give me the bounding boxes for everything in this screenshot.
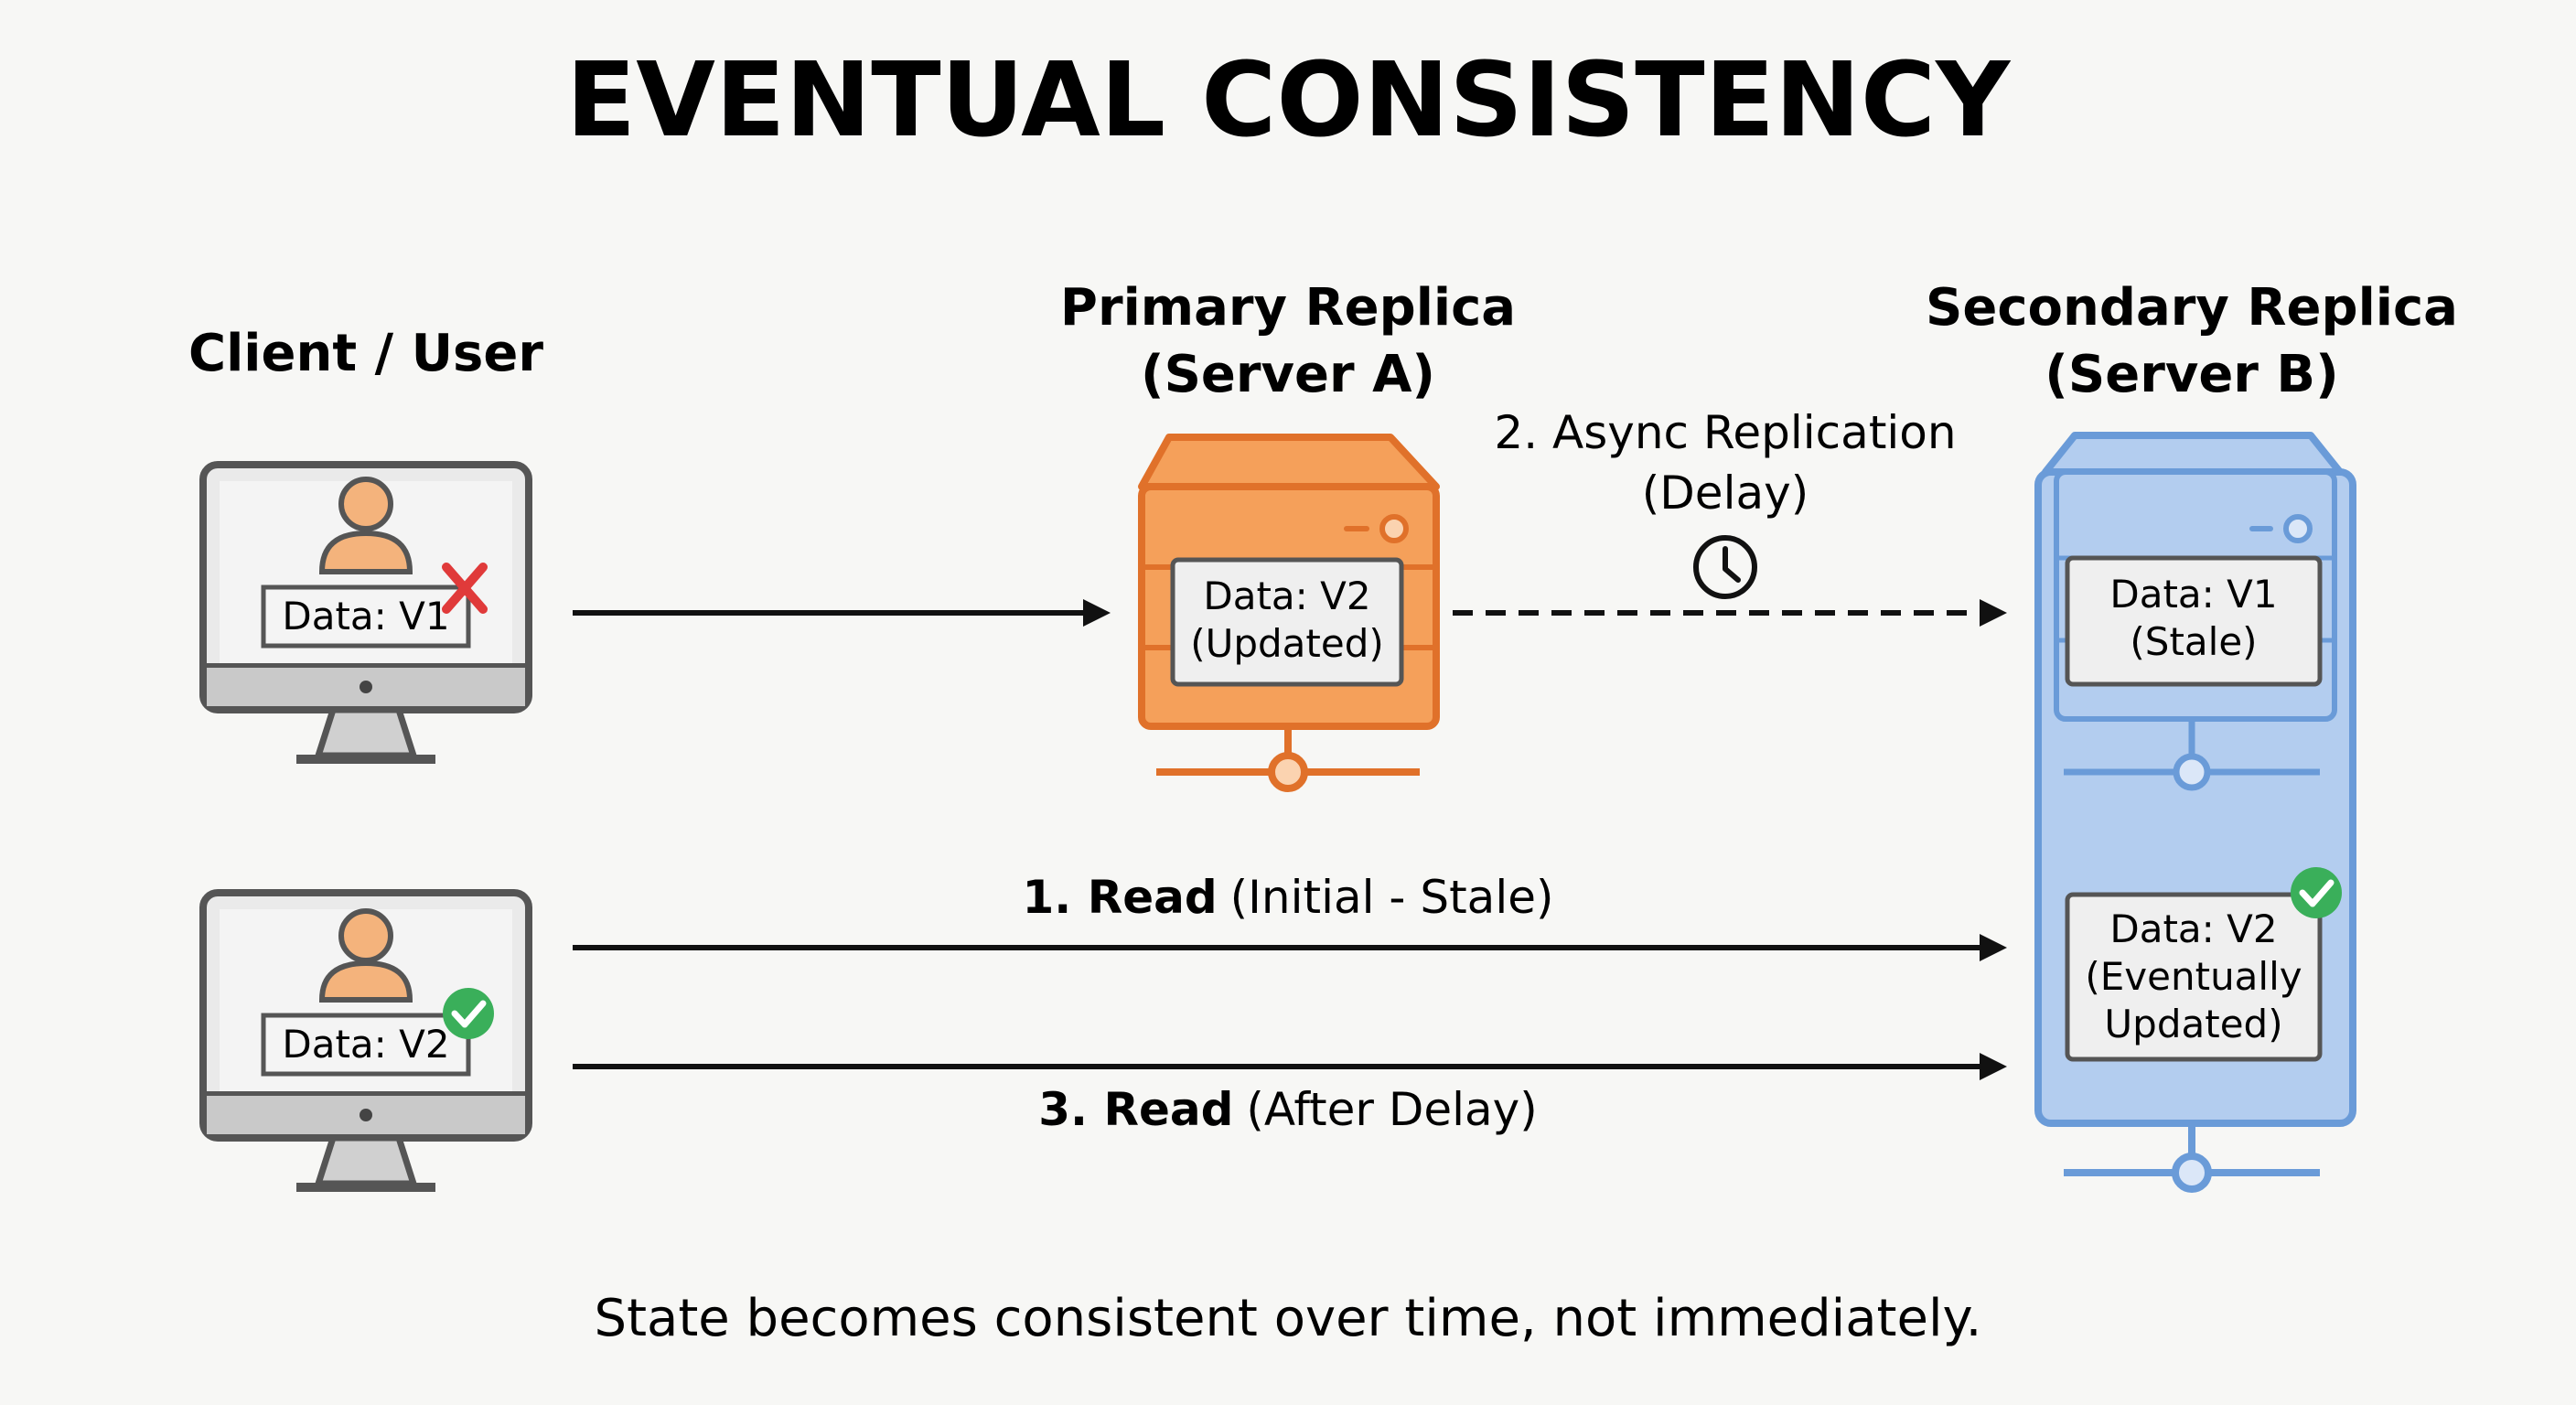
secondary-heading-line2: (Server B) bbox=[2045, 345, 2338, 404]
user-avatar-icon bbox=[318, 908, 413, 1003]
green-check-icon bbox=[2291, 867, 2342, 918]
read3-label-bold: 3. Read bbox=[1038, 1083, 1233, 1136]
client-monitor-bottom: Data: V2 bbox=[199, 889, 532, 1192]
secondary-server-icon bbox=[2034, 432, 2356, 1193]
clock-icon bbox=[1693, 535, 1757, 599]
client-data-box-top bbox=[261, 585, 471, 649]
secondary-top-data-line1: Data: V1 bbox=[2109, 572, 2277, 617]
secondary-top-data-line2: (Stale) bbox=[2130, 619, 2257, 664]
red-x-icon bbox=[442, 563, 488, 614]
secondary-updated-data-box bbox=[2065, 892, 2323, 1062]
primary-heading-line1: Primary Replica bbox=[1060, 278, 1516, 338]
client-data-label-top: Data: V1 bbox=[282, 594, 449, 638]
read3-label: 3. Read(After Delay) bbox=[1038, 1083, 1538, 1136]
client-monitor-top: Data: V1 bbox=[199, 461, 532, 764]
user-avatar-icon bbox=[318, 477, 413, 574]
replication-label-line1: 2. Async Replication bbox=[1494, 406, 1956, 459]
secondary-bottom-data-line1: Data: V2 bbox=[2109, 906, 2277, 951]
primary-data-box bbox=[1170, 557, 1404, 687]
client-heading: Client / User bbox=[188, 324, 543, 383]
read3-label-rest: (After Delay) bbox=[1246, 1083, 1537, 1136]
replication-label-line2: (Delay) bbox=[1642, 467, 1809, 520]
read1-label-rest: (Initial - Stale) bbox=[1230, 871, 1554, 924]
diagram-title: EVENTUAL CONSISTENCY bbox=[566, 41, 2012, 160]
primary-data-line1: Data: V2 bbox=[1203, 574, 1370, 618]
client-data-box-bottom bbox=[261, 1013, 471, 1077]
footer-caption: State becomes consistent over time, not … bbox=[595, 1289, 1982, 1348]
secondary-stale-data-box bbox=[2065, 555, 2323, 687]
read1-label: 1. Read(Initial - Stale) bbox=[1023, 871, 1554, 924]
green-check-icon bbox=[443, 988, 494, 1039]
primary-heading-line2: (Server A) bbox=[1141, 345, 1435, 404]
client-data-label-bottom: Data: V2 bbox=[282, 1022, 449, 1067]
primary-data-line2: (Updated) bbox=[1190, 621, 1384, 666]
secondary-heading-line1: Secondary Replica bbox=[1926, 278, 2458, 338]
secondary-bottom-data-line3: Updated) bbox=[2104, 1002, 2282, 1046]
read1-label-bold: 1. Read bbox=[1023, 871, 1218, 924]
secondary-bottom-data-line2: (Eventually bbox=[2085, 954, 2302, 999]
